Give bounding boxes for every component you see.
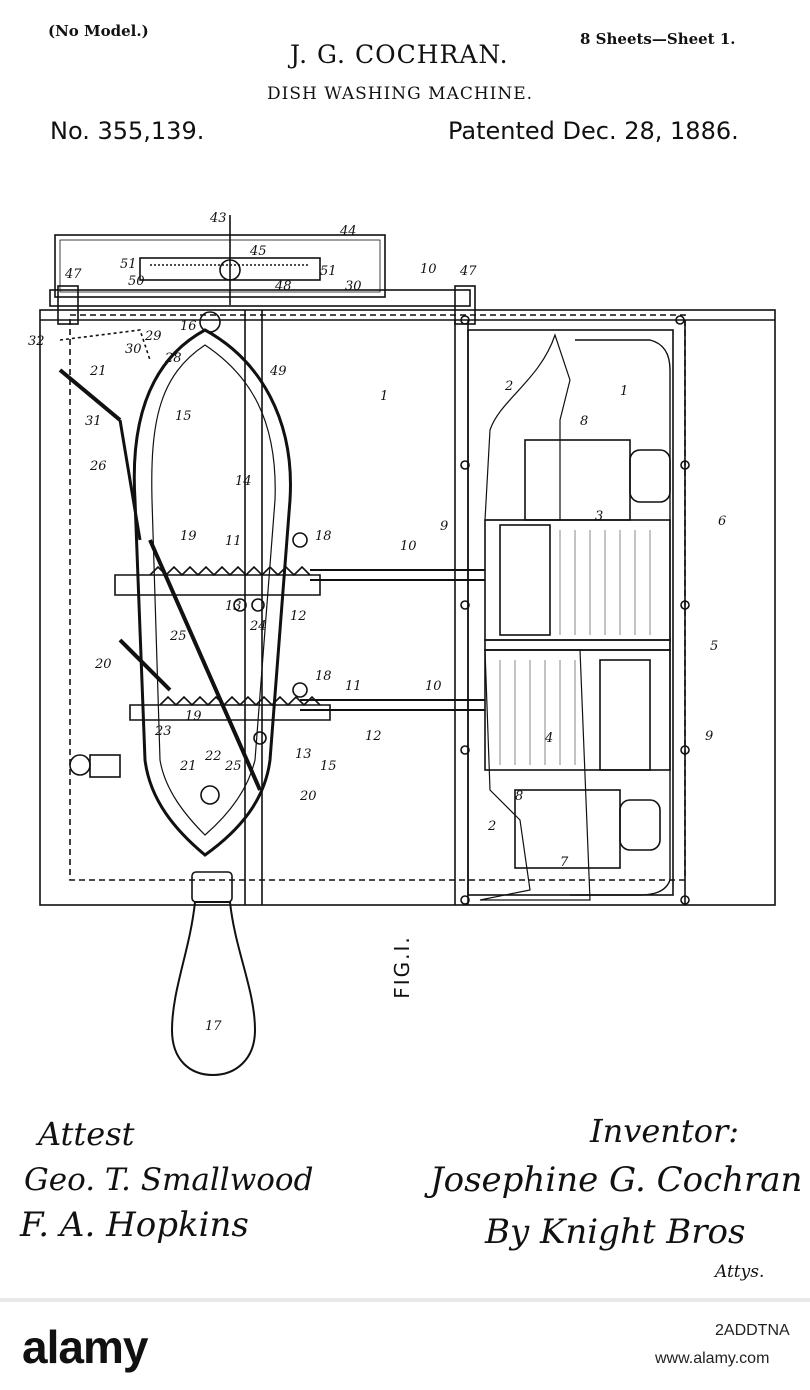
- svg-text:44: 44: [339, 224, 357, 239]
- svg-text:18: 18: [315, 669, 332, 684]
- svg-text:22: 22: [204, 749, 222, 764]
- attys-label: Attys.: [715, 1262, 764, 1282]
- footer-divider: [0, 1298, 810, 1302]
- svg-text:26: 26: [89, 459, 107, 474]
- witness-signature-2: F. A. Hopkins: [20, 1205, 249, 1245]
- svg-text:47: 47: [64, 267, 82, 282]
- svg-text:7: 7: [560, 855, 569, 870]
- svg-text:15: 15: [320, 759, 337, 774]
- svg-text:3: 3: [595, 509, 603, 524]
- witness-signature-1: Geo. T. Smallwood: [24, 1162, 313, 1198]
- svg-text:10: 10: [400, 539, 417, 554]
- svg-text:24: 24: [249, 619, 267, 634]
- svg-text:18: 18: [315, 529, 332, 544]
- svg-text:13: 13: [295, 747, 312, 762]
- svg-text:51: 51: [320, 264, 337, 279]
- svg-text:2: 2: [504, 379, 513, 394]
- svg-text:51: 51: [120, 257, 137, 272]
- svg-text:48: 48: [274, 279, 292, 294]
- svg-text:9: 9: [440, 519, 448, 534]
- lever-frame: [134, 330, 290, 855]
- inventor-signature: Josephine G. Cochran: [430, 1160, 802, 1200]
- svg-text:49: 49: [269, 364, 287, 379]
- svg-text:17: 17: [205, 1019, 222, 1034]
- svg-text:10: 10: [425, 679, 442, 694]
- inventor-label: Inventor:: [590, 1112, 739, 1150]
- svg-text:28: 28: [164, 351, 182, 366]
- motor-top: [525, 440, 630, 520]
- site-url: www.alamy.com: [655, 1350, 769, 1368]
- svg-text:30: 30: [345, 279, 362, 294]
- main-frame: [40, 310, 775, 905]
- tank-cut-away: [468, 330, 673, 895]
- svg-text:29: 29: [144, 329, 162, 344]
- svg-text:4: 4: [544, 731, 553, 746]
- svg-text:20: 20: [94, 657, 112, 672]
- svg-text:32: 32: [28, 334, 45, 349]
- svg-text:47: 47: [459, 264, 477, 279]
- svg-text:12: 12: [290, 609, 307, 624]
- lower-cylinder: [485, 650, 670, 770]
- svg-text:8: 8: [515, 789, 523, 804]
- upper-cylinder: [485, 520, 670, 640]
- svg-text:13: 13: [225, 599, 242, 614]
- svg-text:20: 20: [299, 789, 317, 804]
- image-id: 2ADDTNA: [715, 1322, 790, 1340]
- svg-text:1: 1: [380, 389, 388, 404]
- part-number-labels: 122 345 617 889 91010 101111 121213 1314…: [28, 211, 726, 1034]
- svg-text:30: 30: [125, 342, 142, 357]
- svg-text:31: 31: [85, 414, 102, 429]
- svg-text:6: 6: [718, 514, 726, 529]
- attorney-signature: By Knight Bros: [485, 1212, 745, 1252]
- svg-text:50: 50: [128, 274, 145, 289]
- svg-text:23: 23: [154, 724, 172, 739]
- svg-text:19: 19: [185, 709, 202, 724]
- figure-label: FIG.I.: [390, 935, 414, 999]
- svg-text:5: 5: [710, 639, 718, 654]
- svg-text:10: 10: [420, 262, 437, 277]
- svg-text:25: 25: [169, 629, 187, 644]
- svg-text:25: 25: [224, 759, 242, 774]
- svg-text:21: 21: [179, 759, 197, 774]
- svg-text:14: 14: [235, 474, 252, 489]
- svg-text:45: 45: [249, 244, 267, 259]
- svg-text:16: 16: [180, 319, 197, 334]
- svg-text:11: 11: [345, 679, 362, 694]
- svg-text:21: 21: [89, 364, 107, 379]
- svg-text:15: 15: [175, 409, 192, 424]
- svg-text:2: 2: [487, 819, 496, 834]
- svg-text:43: 43: [209, 211, 227, 226]
- svg-text:11: 11: [225, 534, 242, 549]
- svg-text:12: 12: [365, 729, 382, 744]
- svg-text:1: 1: [620, 384, 628, 399]
- alamy-logo: alamy: [22, 1320, 147, 1374]
- handle-grip: [172, 902, 255, 1075]
- handle-ferrule: [192, 872, 232, 902]
- attest-label: Attest: [38, 1115, 134, 1153]
- upper-rack: [115, 575, 320, 595]
- svg-text:9: 9: [705, 729, 713, 744]
- svg-text:8: 8: [580, 414, 588, 429]
- svg-text:19: 19: [180, 529, 197, 544]
